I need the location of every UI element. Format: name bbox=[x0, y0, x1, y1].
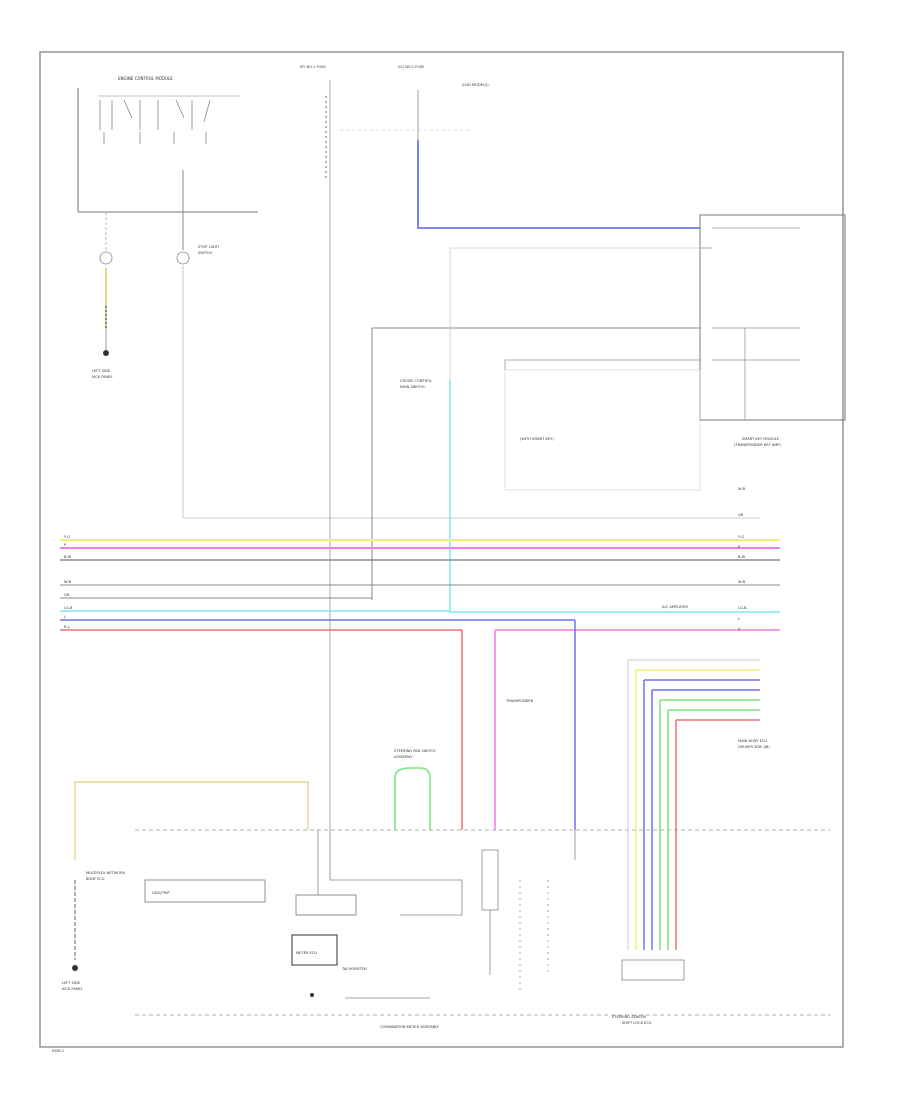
svg-text:B-W: B-W bbox=[738, 555, 746, 559]
multiplex-label: MULTIPLEX NETWORK bbox=[86, 871, 126, 875]
svg-text:GR: GR bbox=[64, 593, 70, 597]
steering-sensor-harness: MAIN BODY ECU (DRIVER SIDE J/B) STEERING… bbox=[612, 659, 770, 1025]
svg-text:W-B: W-B bbox=[64, 580, 72, 584]
svg-text:STEERING SENSOR: STEERING SENSOR bbox=[612, 1015, 647, 1019]
ecm-block: ENGINE CONTROL MODULE bbox=[77, 76, 258, 213]
svg-text:P: P bbox=[738, 545, 741, 549]
svg-text:LG-B: LG-B bbox=[64, 606, 73, 610]
svg-text:A/C AMPLIFIER: A/C AMPLIFIER bbox=[662, 605, 689, 609]
svg-text:B-W: B-W bbox=[64, 555, 72, 559]
ground-label-g1b: KICK PANEL bbox=[92, 375, 113, 379]
wire-cyan bbox=[449, 380, 780, 613]
svg-text:(TRANSPONDER KEY AMP): (TRANSPONDER KEY AMP) bbox=[734, 443, 781, 447]
corner-tag: EWD-1 bbox=[52, 1049, 64, 1053]
cruise-label2: MAIN SWITCH bbox=[400, 385, 425, 389]
combination-meter: COMBINATION METER ASSEMBLY ODO/TRIP METE… bbox=[135, 829, 830, 1029]
svg-text:SWITCH: SWITCH bbox=[198, 251, 212, 255]
steering-pad-label2: ASSEMBLY bbox=[394, 755, 413, 759]
svg-text:TACHOMETER: TACHOMETER bbox=[341, 967, 367, 971]
fuse-label-efi: EFI NO.1 FUSE bbox=[300, 65, 326, 69]
svg-text:V: V bbox=[738, 627, 741, 631]
left-ground-top: LEFT SIDE KICK PANEL bbox=[92, 212, 113, 379]
svg-text:Y-G: Y-G bbox=[64, 535, 70, 539]
ground-bottom bbox=[72, 965, 78, 971]
ecm-lamp: STOP LIGHT SWITCH bbox=[176, 212, 760, 519]
smart-key-note: (WITH SMART KEY) bbox=[520, 437, 554, 441]
wire-tan-left bbox=[74, 781, 309, 860]
ground-label-g2b: KICK PANEL bbox=[62, 987, 83, 991]
svg-text:COMBINATION METER ASSEMBLY: COMBINATION METER ASSEMBLY bbox=[380, 1025, 440, 1029]
svg-text:LG-B: LG-B bbox=[738, 606, 747, 610]
steering-pad-label: STEERING PAD SWITCH bbox=[394, 749, 436, 753]
right-connector-labels: W-B GR Y-G P B-W W-B LG-B L V A/C AMPLIF… bbox=[662, 487, 747, 631]
wire-green-loop bbox=[394, 767, 431, 830]
svg-text:W-B: W-B bbox=[738, 487, 746, 491]
svg-text:(DRIVER SIDE J/B): (DRIVER SIDE J/B) bbox=[738, 745, 770, 749]
stop-switch-label: TRANSPONDER bbox=[505, 699, 534, 703]
wire-codes-left: Y-G P B-W W-B GR LG-B L R-L bbox=[64, 535, 73, 629]
smart-key-frame bbox=[504, 369, 701, 491]
svg-text:METER ECU: METER ECU bbox=[296, 951, 317, 955]
svg-text:ODO/TRIP: ODO/TRIP bbox=[152, 891, 170, 895]
top-fuse-group: EFI NO.1 FUSE IG1 NO.1 FUSE (LHD MODELS) bbox=[300, 65, 489, 830]
svg-text:SHIFT LOCK ECU: SHIFT LOCK ECU bbox=[622, 1021, 652, 1025]
svg-text:P: P bbox=[64, 543, 67, 547]
svg-text:L: L bbox=[738, 617, 740, 621]
ground-label-g1: LEFT SIDE bbox=[92, 369, 111, 373]
fuse-label-ig1: IG1 NO.1 FUSE bbox=[398, 65, 425, 69]
svg-text:L: L bbox=[64, 615, 66, 619]
wire-blue-top bbox=[417, 140, 700, 229]
smart-key-module: SMART KEY MODULE (TRANSPONDER KEY AMP) bbox=[699, 214, 846, 447]
ecm-label: ENGINE CONTROL MODULE bbox=[118, 76, 173, 81]
multiplex-label2: BODY ECU bbox=[86, 877, 105, 881]
svg-text:W-B: W-B bbox=[738, 580, 746, 584]
svg-text:MAIN BODY ECU: MAIN BODY ECU bbox=[738, 739, 767, 743]
cruise-label: CRUISE CONTROL bbox=[400, 379, 432, 383]
svg-text:Y-G: Y-G bbox=[738, 535, 744, 539]
wire-gray-328 bbox=[371, 327, 700, 600]
svg-text:SMART KEY MODULE: SMART KEY MODULE bbox=[742, 437, 780, 441]
top-note: (LHD MODELS) bbox=[462, 83, 489, 87]
bus-wires bbox=[60, 539, 780, 631]
diagram-frame bbox=[39, 51, 844, 1048]
svg-text:GR: GR bbox=[738, 513, 744, 517]
wire-light-248 bbox=[449, 247, 700, 380]
ground-label-g2: LEFT SIDE bbox=[62, 981, 81, 985]
svg-text:STOP LIGHT: STOP LIGHT bbox=[198, 245, 220, 249]
svg-text:R-L: R-L bbox=[64, 625, 70, 629]
wire-gray-360 bbox=[504, 359, 700, 370]
